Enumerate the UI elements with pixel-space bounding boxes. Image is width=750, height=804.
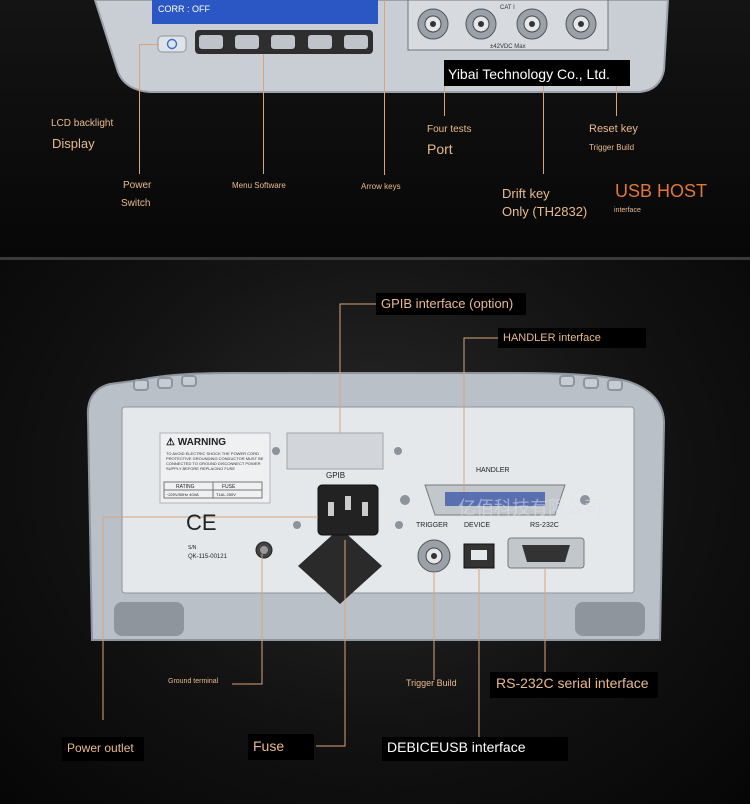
callout-usb: DEBICEUSB interface (387, 739, 526, 755)
label-power: Power (123, 180, 152, 191)
fuse-value: T1AL 250V (216, 492, 236, 497)
warning-title: ⚠ WARNING (166, 437, 227, 448)
leader-power-outlet (102, 516, 318, 720)
leader-reset (616, 86, 617, 116)
label-four-tests: Four tests (427, 124, 472, 135)
label-display: Display (52, 136, 95, 151)
rear-panel-illustration (86, 303, 666, 747)
callout-rs232: RS-232C serial interface (496, 675, 649, 691)
warning-label (159, 432, 271, 504)
leader-four-tests (444, 86, 445, 116)
bnc-connector-3 (516, 8, 548, 40)
softkey-4 (308, 35, 332, 49)
bnc-connector-2 (465, 8, 497, 40)
leader-menu (263, 54, 264, 174)
leader-drift (543, 86, 544, 174)
callout-ground: Ground terminal (168, 678, 219, 685)
label-reset-key: Reset key (589, 123, 638, 135)
cn-watermark: 亿佰科技有限公司 (458, 498, 602, 518)
ce-mark: CE (186, 510, 217, 535)
label-lcd-backlight: LCD backlight (51, 118, 114, 129)
label-interface: interface (614, 207, 641, 214)
leader-arrow (384, 0, 385, 175)
serial-number: QK-115-00121 (188, 554, 227, 560)
gpib-cover (286, 432, 384, 470)
gpib-text: GPIB (326, 471, 346, 480)
label-switch: Switch (121, 198, 151, 209)
label-drift-key: Drift key (502, 186, 550, 201)
svg-text:±42VDC Max: ±42VDC Max (490, 44, 526, 50)
leader-ground (232, 554, 263, 685)
rating-header: RATING (176, 484, 195, 490)
sn-label: S/N (188, 545, 197, 551)
label-trigger-build-top: Trigger Build (589, 143, 635, 152)
section-divider (0, 257, 750, 260)
bnc-connector-4 (565, 8, 597, 40)
label-menu-software: Menu Software (232, 181, 286, 190)
label-port: Port (427, 141, 453, 157)
callout-handler: HANDLER interface (503, 332, 601, 344)
label-arrow-keys: Arrow keys (361, 182, 401, 191)
bnc-connector-1 (417, 8, 449, 40)
label-usb-host: USB HOST (615, 181, 708, 201)
power-button (157, 35, 187, 53)
foot-right (575, 602, 645, 636)
rs232-text: RS-232C (530, 522, 559, 529)
warning-text: TO AVOID ELECTRIC SHOCK THE POWER CORD P… (166, 451, 264, 471)
svg-text:CAT I: CAT I (500, 5, 515, 11)
leader-gpib (339, 303, 381, 433)
softkey-1 (199, 35, 223, 49)
softkey-5 (344, 35, 368, 49)
front-panel-illustration: CORR : OFF CAT I ±42VDC Max (93, 0, 670, 93)
handler-text: HANDLER (476, 467, 510, 474)
softkey-3 (271, 35, 295, 49)
callout-gpib: GPIB interface (option) (381, 296, 514, 311)
callout-trigger: Trigger Build (406, 678, 457, 688)
front-panel-section: CORR : OFF CAT I ±42VDC Max Yibai Techno… (0, 0, 750, 257)
leader-fuse (316, 540, 346, 747)
leader-handler (463, 337, 503, 492)
softkey-2 (235, 35, 259, 49)
leader-power (139, 44, 140, 174)
label-only: Only (TH2832) (502, 204, 588, 219)
watermark-box (444, 60, 630, 86)
lcd-screen (152, 0, 378, 24)
power-icon (166, 38, 178, 50)
rear-panel-section: ⚠ WARNING TO AVOID ELECTRIC SHOCK THE PO… (0, 260, 750, 804)
lcd-text: CORR : OFF (158, 4, 210, 14)
fuse-header: FUSE (222, 484, 236, 490)
callout-power-outlet: Power outlet (67, 741, 134, 755)
trigger-text: TRIGGER (416, 522, 448, 529)
device-text: DEVICE (464, 522, 491, 529)
rating-value: ~220V/50Hz 40VA (166, 492, 199, 497)
callout-fuse: Fuse (253, 738, 285, 754)
fuse-holder (298, 528, 382, 604)
watermark-text: Yibai Technology Co., Ltd. (448, 66, 610, 82)
foot-left (114, 602, 184, 636)
